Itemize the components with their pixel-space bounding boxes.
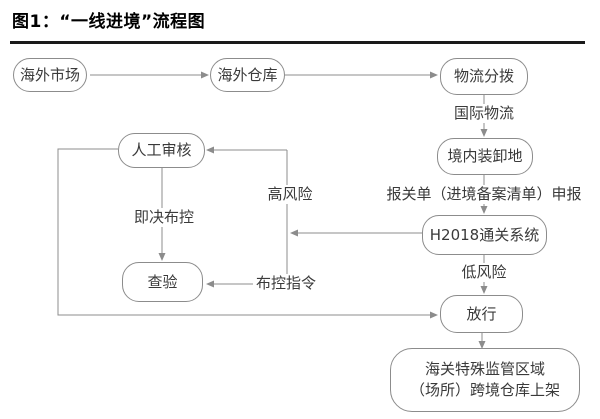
node-domestic-loading: 境内装卸地 (437, 138, 533, 175)
node-manual-review: 人工审核 (118, 133, 205, 168)
edge-manual-review-to-release (57, 148, 430, 316)
edge-label-low-risk: 低风险 (458, 263, 510, 282)
edge-label-high-risk: 高风险 (264, 185, 316, 204)
edge-label-international-logistics: 国际物流 (450, 104, 518, 123)
node-overseas-warehouse: 海外仓库 (210, 58, 285, 92)
node-customs-area: 海关特殊监管区域 （场所）跨境仓库上架 (390, 348, 580, 412)
node-release: 放行 (440, 295, 523, 333)
node-overseas-market: 海外市场 (13, 58, 87, 92)
edge-label-declaration: 报关单（进境备案清单）申报 (383, 185, 585, 204)
node-h2018-system: H2018通关系统 (422, 215, 547, 255)
edge-label-control-instruction: 布控指令 (252, 274, 320, 293)
edge-label-immediate-control: 即决布控 (130, 208, 198, 227)
node-inspection: 查验 (122, 262, 203, 302)
node-logistics-distribution: 物流分拨 (440, 58, 528, 95)
arrowheads (158, 71, 488, 349)
title-rule (10, 41, 585, 44)
figure-title: 图1：“一线进境”流程图 (12, 12, 206, 32)
